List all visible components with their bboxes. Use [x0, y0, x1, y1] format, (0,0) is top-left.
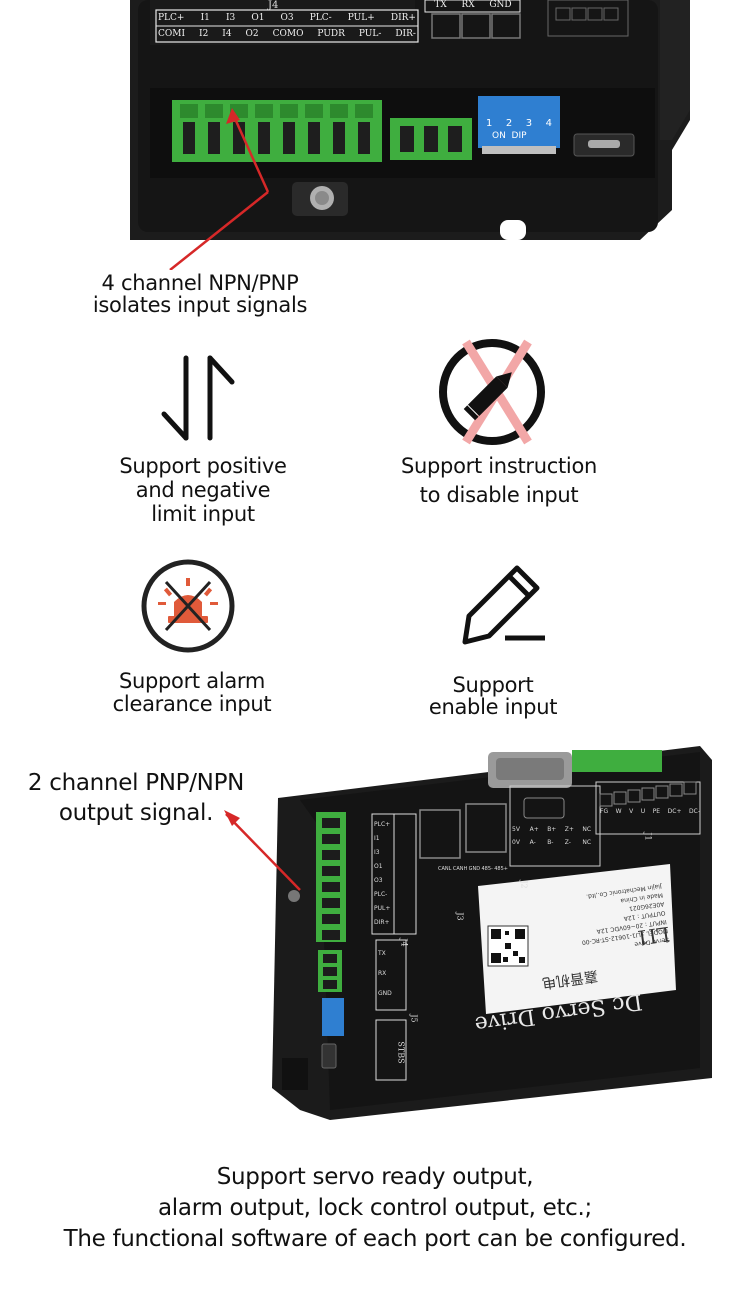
terminal-label: COMO — [272, 29, 304, 39]
j1-label: V — [629, 808, 634, 815]
j1-label: FG — [600, 808, 609, 815]
stbs-label: STBS — [396, 1041, 406, 1064]
j2-pin-labels: 5V A+ B+ Z+ NC 0V A- B- Z- NC — [512, 826, 600, 846]
bottom-servo-drive: Dc Servo Drive LI1 嘉晋机电 Servo Drive MODE… — [0, 738, 750, 1128]
j5-label: RX — [378, 970, 387, 977]
j2-label: B+ — [547, 826, 557, 833]
enable-input-icon — [455, 558, 551, 650]
j1-label: DC+ — [667, 808, 682, 815]
j5-label: TX — [378, 950, 386, 957]
j2-label: 5V — [512, 826, 520, 833]
j5-label: GND — [378, 990, 392, 997]
connector-j5: J5 — [409, 1014, 419, 1023]
side-label: PUL+ — [374, 905, 391, 912]
j2-label: Z+ — [564, 826, 574, 833]
dip-numbers: 1 2 3 4 — [486, 118, 552, 129]
side-label: PLC- — [374, 891, 388, 898]
caption-disable-input: Support instruction to disable input — [400, 454, 598, 507]
serial-labels: TX RX GND — [427, 0, 519, 10]
connector-j2: J2 — [519, 880, 529, 889]
side-label: O1 — [374, 863, 383, 870]
j2-label: B- — [547, 839, 554, 846]
terminal-label: O3 — [280, 13, 294, 23]
limit-arrows-icon — [158, 352, 238, 444]
dip-text: ON DIP — [492, 131, 527, 141]
j3-pin-labels: CANL CANH GND 485- 485+ — [438, 866, 508, 872]
terminal-label: I4 — [222, 29, 232, 39]
terminal-label: DIR- — [395, 29, 416, 39]
serial-label: GND — [489, 0, 512, 10]
terminal-label: I3 — [225, 13, 236, 23]
terminal-label: O1 — [251, 13, 265, 23]
j3-label: CANH — [452, 866, 468, 872]
terminal-label: PLC- — [309, 13, 332, 23]
j2-label: NC — [582, 826, 592, 833]
j1-label: W — [615, 808, 622, 815]
j5-serial-labels: TX RX GND — [378, 944, 392, 1004]
terminal-label: PLC+ — [158, 13, 185, 23]
j2-label: NC — [582, 839, 592, 846]
terminal-label: PUDR — [317, 29, 345, 39]
dip-number: 2 — [505, 118, 513, 129]
j3-label: 485- — [481, 866, 493, 872]
caption-input-channels: 4 channel NPN/PNP isolates input signals — [92, 271, 308, 317]
terminal-label: I1 — [200, 13, 210, 23]
connector-j1: J1 — [643, 832, 653, 841]
side-label: I1 — [374, 835, 380, 842]
terminal-row-2: COMI I2 I4 O2 COMO PUDR PUL- DIR- — [158, 29, 416, 39]
j2-label: A- — [529, 839, 536, 846]
j1-label: U — [640, 808, 646, 815]
terminal-label: DIR+ — [390, 13, 416, 23]
connector-j3: J3 — [455, 912, 465, 921]
j2-label: Z- — [564, 839, 571, 846]
serial-label: RX — [461, 0, 475, 10]
terminal-label: COMI — [158, 29, 186, 39]
caption-alarm-clear: Support alarm clearance input — [112, 669, 272, 716]
terminal-label: PUL+ — [347, 13, 375, 23]
j3-label: CANL — [438, 866, 452, 872]
j4-label: J4 — [268, 0, 279, 11]
caption-output-channels: 2 channel PNP/NPN output signal. — [27, 770, 245, 826]
dip-number: 1 — [486, 118, 493, 129]
dip-number: 4 — [545, 118, 552, 129]
j1-label: PE — [652, 808, 661, 815]
top-servo-drive: J4 PLC+ I1 I3 O1 O3 PLC- PUL+ DIR+ COMI … — [0, 0, 750, 271]
disable-input-icon — [438, 338, 554, 448]
j3-label: 485+ — [494, 866, 508, 872]
j1-terminal-labels: FG W V U PE DC+ DC- — [600, 808, 700, 815]
j3-label: GND — [468, 866, 481, 872]
footer-caption: Support servo ready output, alarm output… — [63, 1164, 687, 1252]
alarm-clear-icon — [140, 558, 236, 654]
caption-enable-input: Support enable input — [428, 673, 558, 719]
side-label: PLC+ — [374, 821, 391, 828]
j1-label: DC- — [689, 808, 700, 815]
terminal-label: PUL- — [358, 29, 382, 39]
connector-j4: J4 — [399, 938, 409, 947]
caption-limit-input: Support positive and negative limit inpu… — [119, 454, 287, 526]
side-terminal-labels: PLC+ I1 I3 O1 O3 PLC- PUL+ DIR+ — [374, 818, 390, 930]
side-label: DIR+ — [374, 919, 390, 926]
dip-number: 3 — [525, 118, 533, 129]
terminal-row-1: PLC+ I1 I3 O1 O3 PLC- PUL+ DIR+ — [158, 13, 416, 23]
side-label: O3 — [374, 877, 383, 884]
terminal-label: O2 — [245, 29, 259, 39]
side-label: I3 — [374, 849, 380, 856]
j2-label: A+ — [529, 826, 539, 833]
terminal-label: I2 — [199, 29, 209, 39]
serial-label: TX — [434, 0, 447, 10]
j2-label: 0V — [512, 839, 520, 846]
